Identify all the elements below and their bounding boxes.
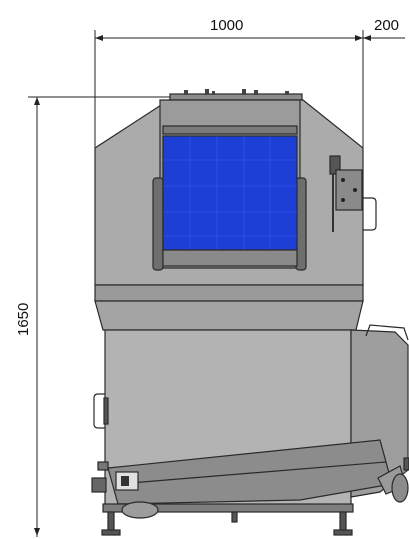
base-frame bbox=[102, 503, 354, 513]
left-handle bbox=[93, 393, 105, 429]
viewing-window bbox=[162, 135, 298, 251]
bottom-trough bbox=[107, 439, 393, 505]
extension-dimension-label: 200 bbox=[374, 17, 399, 34]
funnel-transition bbox=[94, 300, 364, 331]
machine-front-view bbox=[91, 89, 409, 536]
latch-icon bbox=[329, 155, 363, 232]
window-left-bracket bbox=[152, 177, 164, 271]
hopper-handle bbox=[365, 324, 409, 341]
height-dimension-label: 1650 bbox=[15, 303, 32, 336]
hood-band bbox=[94, 284, 364, 302]
right-handle bbox=[363, 197, 377, 231]
width-dimension-label: 1000 bbox=[210, 17, 243, 34]
window-grid bbox=[163, 136, 297, 250]
outlet-pipe bbox=[377, 457, 409, 503]
machine-feet bbox=[101, 511, 353, 536]
top-bolts bbox=[184, 89, 289, 95]
